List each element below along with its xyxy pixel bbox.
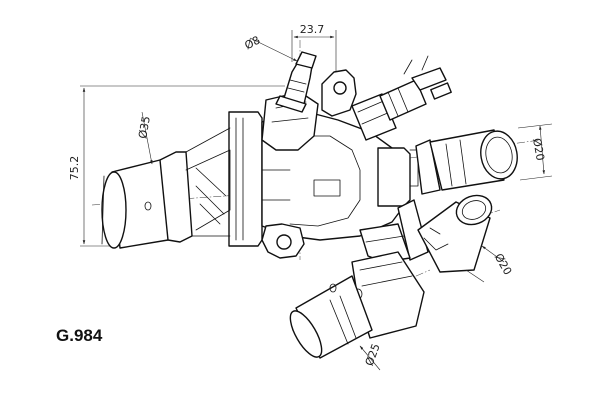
right-upper-pipe-dimension-label: Ø20	[530, 137, 547, 162]
small-nipple-dimension-label: Ø8	[242, 33, 262, 52]
bottom-pipe: Ø25	[289, 223, 425, 371]
top-width-dimension-label: 23.7	[300, 23, 325, 36]
bottom-pipe-dimension-label: Ø25	[363, 342, 383, 368]
right-lower-pipe: Ø20	[397, 194, 515, 283]
left-pipe-dimension-label: Ø35	[136, 115, 153, 140]
part-code: G.984	[56, 326, 103, 345]
right-upper-pipe: Ø20	[415, 123, 553, 195]
temperature-sensor	[351, 55, 452, 141]
housing-body	[228, 69, 419, 259]
height-dimension-label: 75.2	[68, 156, 81, 181]
right-lower-pipe-dimension-label: Ø20	[492, 251, 515, 277]
small-nipple: Ø8	[242, 33, 317, 113]
top-width-dimension: 23.7	[291, 23, 337, 72]
left-pipe: Ø35	[101, 111, 231, 249]
